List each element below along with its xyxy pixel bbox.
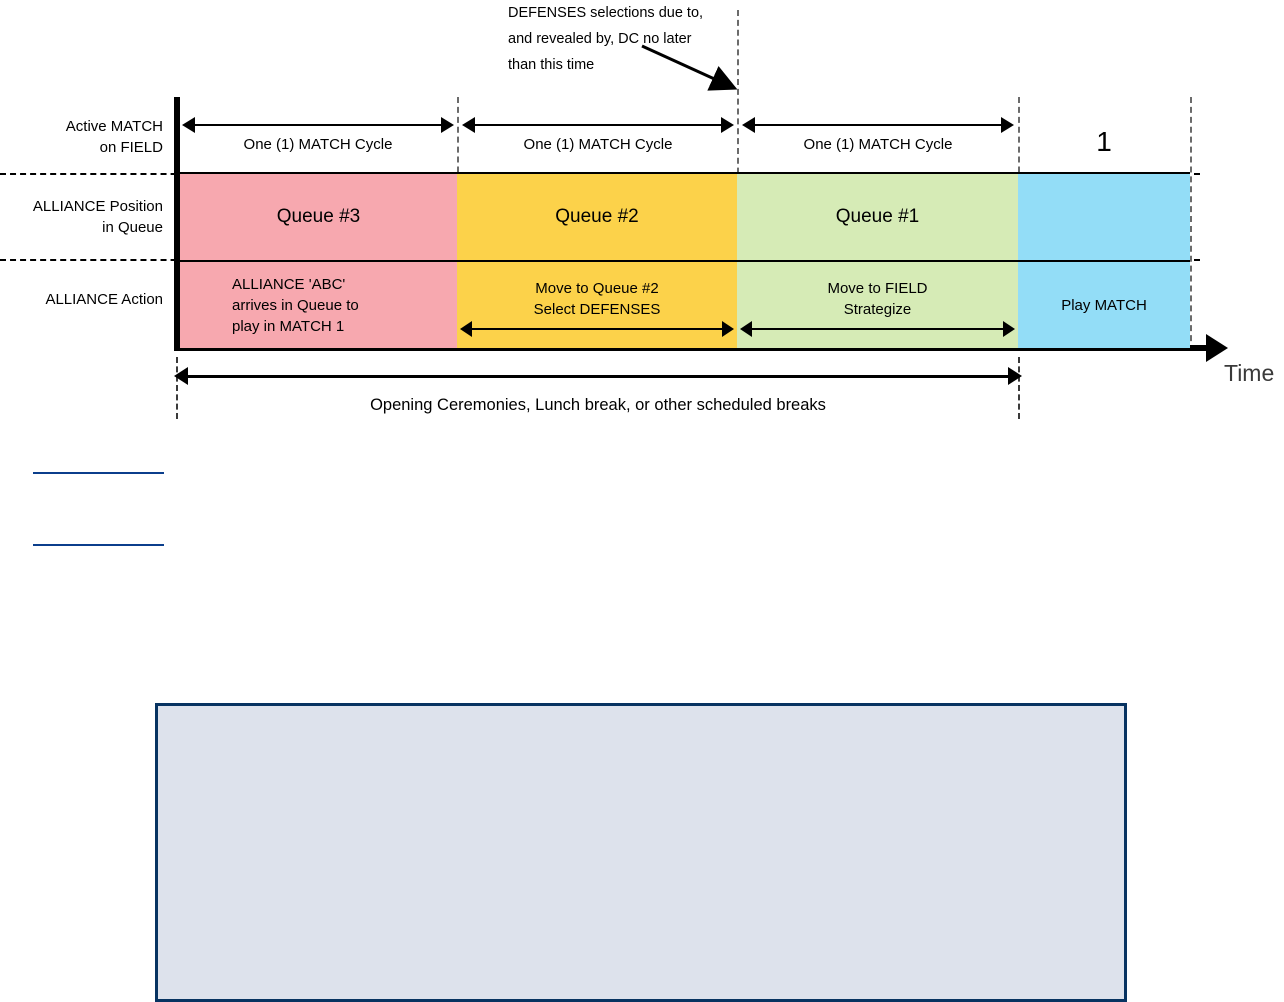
row-label-active-match: Active MATCH on FIELD <box>65 118 163 156</box>
arrow-right-icon <box>722 321 734 337</box>
arrow-right-icon <box>441 117 454 133</box>
gridline-boundary-4 <box>1190 97 1192 351</box>
match-cycle-caption: One (1) MATCH Cycle <box>803 136 953 153</box>
queue-cell-1: Queue #3 <box>180 172 457 260</box>
bottom-content-panel <box>155 703 1127 1002</box>
move-to-field-span-arrow <box>740 320 1015 338</box>
arrow-left-icon <box>174 367 188 385</box>
action-cell-label: Move to Queue #2 Select DEFENSES <box>533 280 661 318</box>
break-span-tick-right <box>1018 357 1020 419</box>
break-span-caption: Opening Ceremonies, Lunch break, or othe… <box>370 396 826 414</box>
queue-cell-3: Queue #1 <box>737 172 1018 260</box>
defenses-callout-text: DEFENSES selections due to, and revealed… <box>508 5 704 73</box>
action-cell-label: Play MATCH <box>1061 296 1147 314</box>
arrow-left-icon <box>742 117 755 133</box>
time-axis <box>174 345 1214 351</box>
arrow-right-icon <box>1003 321 1015 337</box>
select-defenses-span-arrow <box>460 320 734 338</box>
action-cell-label: ALLIANCE 'ABC' arrives in Queue to play … <box>232 275 359 335</box>
action-cell-4: Play MATCH <box>1018 260 1190 348</box>
arrow-right-icon <box>1001 117 1014 133</box>
queue-cell-label: Queue #3 <box>276 206 361 227</box>
break-span-arrow <box>174 366 1022 386</box>
action-cell-label: Move to FIELD Strategize <box>827 280 928 318</box>
arrow-right-icon <box>721 117 734 133</box>
action-cell-1: ALLIANCE 'ABC' arrives in Queue to play … <box>180 260 457 348</box>
row-label-alliance-action: ALLIANCE Action <box>45 291 163 308</box>
queue-cell-label: Queue #1 <box>835 206 920 227</box>
time-axis-label: Time <box>1224 360 1275 386</box>
break-span-tick-left <box>176 357 178 419</box>
action-cell-2: Move to Queue #2 Select DEFENSES <box>457 260 737 348</box>
arrow-left-icon <box>740 321 752 337</box>
match-cycle-span-2: One (1) MATCH Cycle <box>462 112 734 153</box>
blue-rule-1 <box>33 472 164 474</box>
match-cycle-span-3: One (1) MATCH Cycle <box>742 112 1014 153</box>
time-axis-arrow-icon <box>1206 334 1228 362</box>
callout-leader-arrow-icon <box>641 44 738 91</box>
action-cell-3: Move to FIELD Strategize <box>737 260 1018 348</box>
arrow-left-icon <box>460 321 472 337</box>
match-cycle-span-1: One (1) MATCH Cycle <box>182 112 454 153</box>
arrow-right-icon <box>1008 367 1022 385</box>
row-label-alliance-position: ALLIANCE Position in Queue <box>32 198 163 236</box>
queue-cell-2: Queue #2 <box>457 172 737 260</box>
match-number-label: 1 <box>1096 126 1112 157</box>
blue-rule-2 <box>33 544 164 546</box>
queue-cell-label: Queue #2 <box>555 206 639 227</box>
vertical-axis <box>174 97 180 351</box>
match-cycle-caption: One (1) MATCH Cycle <box>523 136 673 153</box>
arrow-left-icon <box>182 117 195 133</box>
queue-cell-4 <box>1018 172 1190 260</box>
match-cycle-caption: One (1) MATCH Cycle <box>243 136 393 153</box>
arrow-left-icon <box>462 117 475 133</box>
